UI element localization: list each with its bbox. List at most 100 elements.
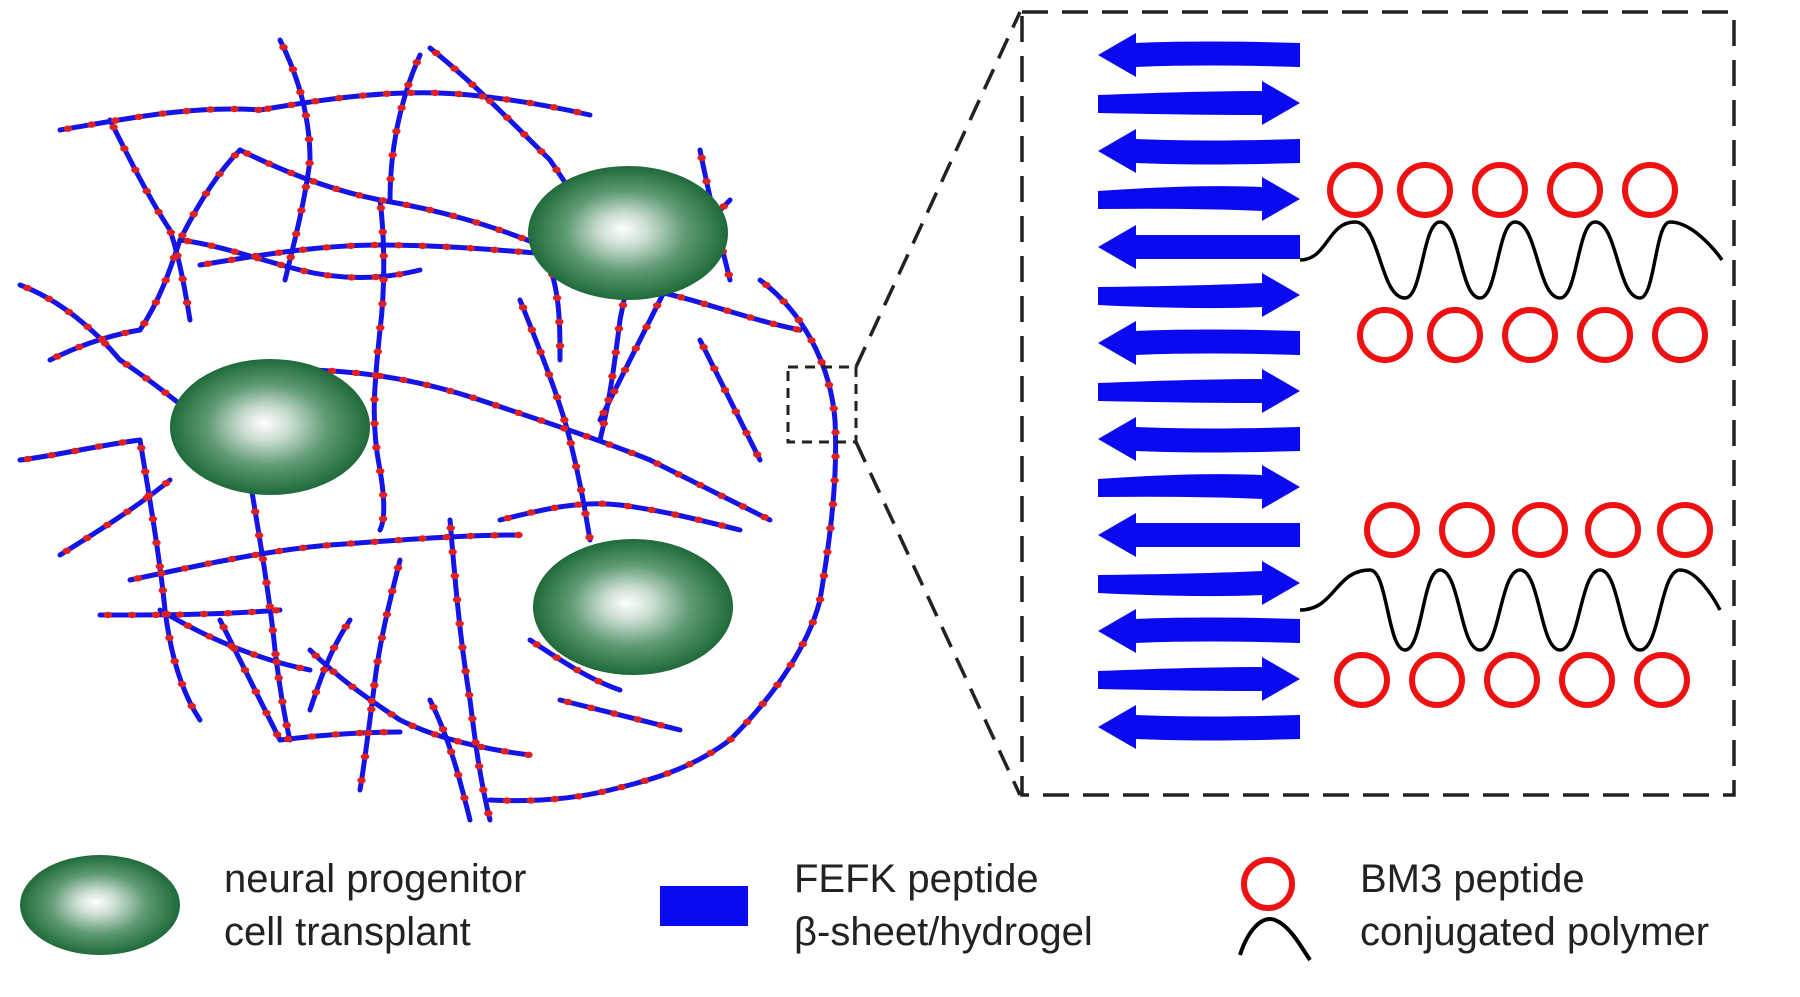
peptide-dot: [334, 94, 344, 102]
peptide-dot: [502, 797, 512, 804]
peptide-dot: [382, 611, 392, 618]
peptide-dot: [161, 277, 170, 284]
peptide-dot: [395, 271, 404, 278]
peptide-dot: [230, 152, 240, 159]
peptide-dot: [552, 294, 562, 302]
peptide-dot: [717, 492, 726, 499]
peptide-dot: [465, 691, 474, 699]
peptide-dot: [189, 211, 198, 218]
peptide-dot: [346, 242, 355, 249]
peptide-dot: [452, 596, 462, 603]
peptide-dot: [468, 715, 477, 722]
polymer-chain: [1299, 568, 1722, 652]
peptide-dot: [371, 273, 380, 281]
legend-bm3-ring-icon: [1241, 857, 1295, 911]
peptide-dot: [446, 748, 456, 755]
peptide-dot: [448, 548, 457, 556]
beta-strand-arrow-right: [1098, 561, 1300, 605]
peptide-dot: [140, 320, 149, 327]
peptide-dot: [394, 536, 403, 544]
peptide-dot: [215, 170, 224, 178]
peptide-dot: [466, 532, 475, 540]
peptide-dot: [526, 797, 535, 804]
peptide-dot: [620, 366, 630, 374]
peptide-dot: [549, 104, 559, 111]
peptide-dot: [206, 106, 215, 113]
peptide-dot: [468, 81, 477, 88]
peptide-dot: [449, 212, 458, 219]
peptide-dot: [442, 243, 451, 250]
peptide-dot: [299, 267, 309, 275]
peptide-dot: [170, 658, 179, 665]
peptide-dot: [536, 348, 545, 356]
peptide-dot: [127, 611, 137, 619]
peptide-dot: [674, 471, 683, 478]
beta-strand-arrow-right: [1098, 657, 1300, 701]
peptide-dot: [608, 373, 617, 380]
beta-strand-arrow-right: [1098, 177, 1300, 221]
peptide-dot: [830, 477, 839, 484]
peptide-dot: [831, 429, 840, 436]
peptide-dot: [418, 535, 427, 542]
peptide-dot: [247, 608, 257, 616]
peptide-dot: [227, 256, 236, 263]
peptide-dot: [263, 105, 273, 112]
peptide-dot: [327, 367, 337, 375]
legend-peptide-line2: β-sheet/hydrogel: [794, 910, 1093, 954]
peptide-dot: [720, 386, 730, 394]
peptide-dot: [311, 98, 320, 105]
peptide-dot: [370, 420, 379, 427]
peptide-dot: [199, 610, 209, 618]
peptide-dot: [773, 681, 782, 688]
peptide-dot: [445, 387, 455, 395]
peptide-dot: [491, 402, 501, 409]
peptide-dot: [743, 718, 752, 726]
peptide-dot: [287, 101, 296, 109]
peptide-dot: [574, 793, 583, 800]
peptide-dot: [458, 644, 467, 651]
peptide-dot: [817, 358, 826, 366]
peptide-dot: [610, 710, 619, 717]
peptide-dot: [408, 722, 417, 729]
peptide-dot: [823, 548, 832, 556]
peptide-dot: [598, 500, 607, 507]
peptide-dot: [367, 697, 376, 704]
beta-strand-arrow-right: [1098, 273, 1300, 317]
peptide-dot: [292, 230, 301, 238]
bm3-peptide-ring: [1559, 652, 1615, 708]
peptide-dot: [166, 229, 175, 236]
peptide-dot: [717, 522, 727, 529]
peptide-dot: [474, 763, 484, 770]
peptide-dot: [742, 429, 751, 437]
peptide-dot: [726, 736, 735, 743]
peptide-dot: [566, 439, 575, 447]
peptide-dot: [520, 131, 529, 138]
peptide-dot: [700, 300, 709, 307]
peptide-dot: [309, 178, 318, 185]
peptide-dot: [120, 145, 129, 152]
peptide-dot: [604, 396, 613, 404]
peptide-dot: [151, 299, 161, 306]
peptide-dot: [710, 365, 719, 372]
peptide-dot: [298, 246, 308, 253]
peptide-dot: [760, 514, 769, 521]
peptide-dot: [702, 178, 711, 185]
beta-strand-arrow-left: [1098, 321, 1300, 365]
peptide-dot: [265, 603, 274, 610]
peptide-dot: [446, 524, 455, 532]
bm3-conjugated-polymers: [1299, 162, 1724, 708]
peptide-dot: [808, 619, 817, 626]
peptide-dot: [329, 644, 339, 651]
peptide-dot: [746, 314, 755, 321]
peptide-dot: [402, 201, 411, 209]
peptide-dot: [83, 323, 92, 330]
peptide-dot: [120, 329, 130, 337]
beta-strand-arrow-left: [1098, 33, 1300, 77]
peptide-dot: [142, 187, 151, 195]
beta-strand-arrow-left: [1098, 705, 1300, 749]
beta-strand-arrow-left: [1098, 417, 1300, 461]
peptide-dot: [552, 394, 562, 401]
peptide-dot: [574, 501, 583, 508]
peptide-dot: [555, 342, 565, 349]
